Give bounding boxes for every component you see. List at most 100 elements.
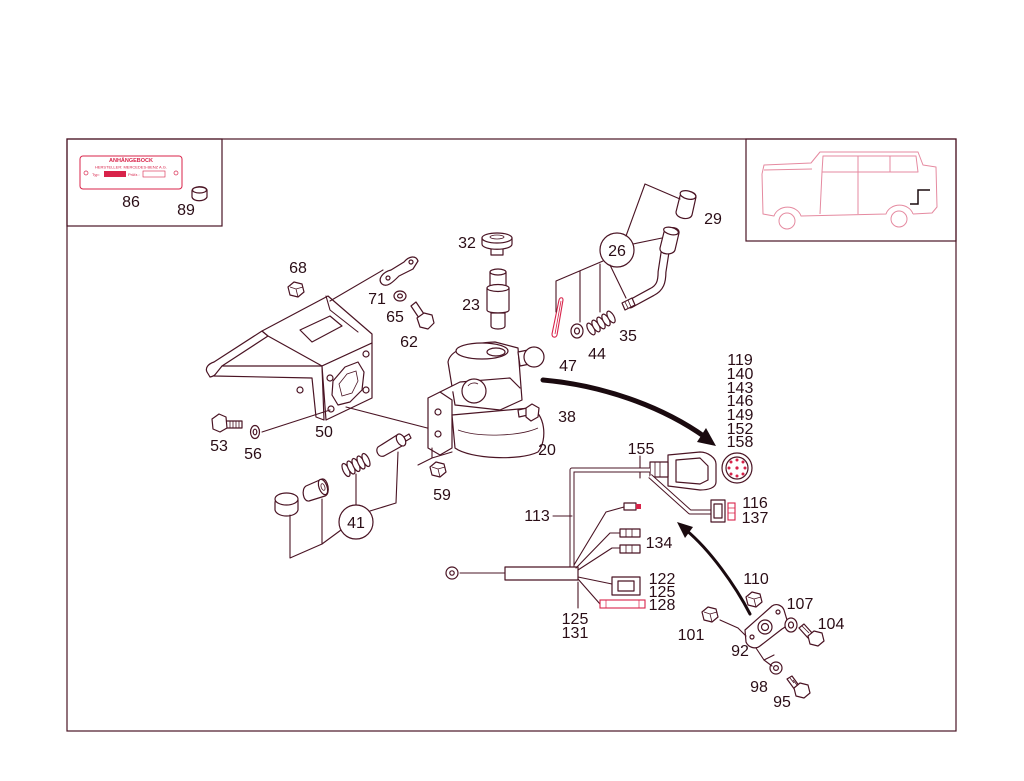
part-104-bolt-shape bbox=[801, 625, 810, 634]
part-113-wiring-harness-shape bbox=[570, 468, 650, 578]
callout-140[interactable]: 140 bbox=[727, 366, 754, 383]
part-68-nut-shape bbox=[289, 286, 304, 298]
callout-35[interactable]: 35 bbox=[619, 328, 637, 345]
callout-134[interactable]: 134 bbox=[646, 535, 673, 552]
part-44-washer-shape bbox=[573, 327, 581, 335]
callout-50[interactable]: 50 bbox=[315, 424, 333, 441]
callout-107[interactable]: 107 bbox=[787, 596, 814, 613]
part-155-socket-housing-shape bbox=[649, 461, 669, 478]
part-32-cap-shape bbox=[481, 232, 513, 244]
callout-155[interactable]: 155 bbox=[628, 441, 655, 458]
part-92-socket-plate-shape bbox=[760, 622, 770, 632]
callout-26[interactable]: 26 bbox=[608, 243, 626, 260]
leader-lines-bracket-shape bbox=[329, 269, 384, 302]
leader-lines-bracket-shape bbox=[345, 406, 436, 431]
callout-20[interactable]: 20 bbox=[538, 442, 556, 459]
callout-group-26 bbox=[555, 183, 681, 323]
callout-41[interactable]: 41 bbox=[347, 515, 365, 532]
socket-13-pin bbox=[721, 452, 753, 484]
callout-143[interactable]: 143 bbox=[727, 380, 754, 397]
part-95-bolt-shape bbox=[789, 677, 798, 686]
socket-13-pin-shape bbox=[743, 466, 747, 470]
socket-13-pin-shape bbox=[729, 460, 733, 464]
part-53-bolt bbox=[211, 413, 243, 433]
callout-119[interactable]: 119 bbox=[727, 352, 753, 369]
part-41-cap bbox=[274, 492, 299, 517]
callout-56[interactable]: 56 bbox=[244, 446, 262, 463]
callout-116[interactable]: 116 bbox=[742, 495, 768, 512]
type-plate-maker: HERSTELLER: MERCEDES-BENZ A.G. bbox=[95, 165, 167, 170]
callout-92[interactable]: 92 bbox=[731, 643, 749, 660]
part-26-lever-shape bbox=[624, 299, 632, 309]
callout-32[interactable]: 32 bbox=[458, 235, 476, 252]
part-113-wiring-harness-shape bbox=[577, 547, 621, 571]
callout-98[interactable]: 98 bbox=[750, 679, 768, 696]
callout-44[interactable]: 44 bbox=[588, 346, 606, 363]
part-128-fuse bbox=[599, 599, 646, 609]
callout-95[interactable]: 95 bbox=[773, 694, 791, 711]
callout-23[interactable]: 23 bbox=[462, 297, 480, 314]
type-plate: ANHÄNGEBOCK HERSTELLER: MERCEDES-BENZ A.… bbox=[79, 155, 183, 190]
part-20-coupling-head-shape bbox=[467, 382, 479, 387]
part-101-nut-shape bbox=[703, 611, 718, 623]
part-155-socket-housing-shape bbox=[675, 457, 709, 485]
part-59-nut-shape bbox=[431, 466, 446, 478]
callout-65[interactable]: 65 bbox=[386, 309, 404, 326]
part-47-split-pin-shape bbox=[551, 297, 564, 338]
callout-101[interactable]: 101 bbox=[678, 627, 705, 644]
callout-59[interactable]: 59 bbox=[433, 487, 451, 504]
part-38-bolt bbox=[517, 403, 540, 422]
part-134-connectors-shape bbox=[625, 529, 633, 537]
vehicle-outline-shape bbox=[763, 156, 891, 215]
callout-110[interactable]: 110 bbox=[743, 571, 769, 588]
callout-149[interactable]: 149 bbox=[727, 407, 754, 424]
callout-122[interactable]: 122 bbox=[649, 571, 676, 588]
callout-104[interactable]: 104 bbox=[818, 616, 845, 633]
callout-137[interactable]: 137 bbox=[742, 510, 769, 527]
part-134-connectors bbox=[619, 528, 641, 554]
part-41-sleeve-shape bbox=[320, 483, 326, 491]
part-23-pin-shape bbox=[486, 283, 510, 293]
socket-13-pin-shape bbox=[735, 474, 739, 478]
part-134-connectors-shape bbox=[619, 544, 641, 554]
callout-146[interactable]: 146 bbox=[727, 393, 754, 410]
callout-38[interactable]: 38 bbox=[558, 409, 576, 426]
callout-125-connector[interactable]: 125 bbox=[649, 584, 676, 601]
callout-131[interactable]: 131 bbox=[562, 625, 589, 642]
part-20-coupling-head-shape bbox=[451, 407, 545, 459]
part-122-connector bbox=[611, 576, 641, 596]
part-47-split-pin bbox=[551, 297, 564, 338]
callout-128[interactable]: 128 bbox=[649, 597, 676, 614]
part-116-connector-shape bbox=[727, 502, 736, 521]
harness-terminal bbox=[623, 502, 641, 511]
part-104-bolt bbox=[798, 623, 825, 647]
part-53-bolt-shape bbox=[211, 413, 228, 433]
part-155-socket-housing-shape bbox=[654, 462, 661, 477]
callout-86[interactable]: 86 bbox=[122, 194, 140, 211]
vehicle-outline bbox=[761, 151, 938, 230]
callout-71[interactable]: 71 bbox=[368, 291, 386, 308]
part-92-socket-plate-shape bbox=[749, 634, 755, 640]
callout-158[interactable]: 158 bbox=[727, 434, 754, 451]
part-26-lever bbox=[621, 226, 680, 311]
callout-113[interactable]: 113 bbox=[524, 508, 550, 525]
part-50-bracket-shape bbox=[362, 350, 370, 358]
part-56-washer bbox=[249, 424, 261, 440]
callout-53[interactable]: 53 bbox=[210, 438, 228, 455]
socket-13-pin-shape bbox=[727, 466, 731, 470]
callout-152[interactable]: 152 bbox=[727, 421, 754, 438]
part-41-pin-shape bbox=[403, 433, 412, 442]
callout-125-cable[interactable]: 125 bbox=[562, 611, 589, 628]
callout-labels: 86 89 68 71 65 62 32 23 29 47 44 35 50 5… bbox=[122, 194, 844, 711]
callout-group-26-shape bbox=[625, 183, 681, 237]
callout-29[interactable]: 29 bbox=[704, 211, 722, 228]
part-20-coupling-head-shape bbox=[434, 430, 442, 438]
vehicle-outline-shape bbox=[761, 173, 914, 217]
callout-68[interactable]: 68 bbox=[289, 260, 307, 277]
leader-lines-mount-shape bbox=[755, 647, 775, 661]
callout-89[interactable]: 89 bbox=[177, 202, 195, 219]
callout-62[interactable]: 62 bbox=[400, 334, 418, 351]
callout-47[interactable]: 47 bbox=[559, 358, 577, 375]
part-113-wiring-harness-shape bbox=[449, 570, 455, 576]
